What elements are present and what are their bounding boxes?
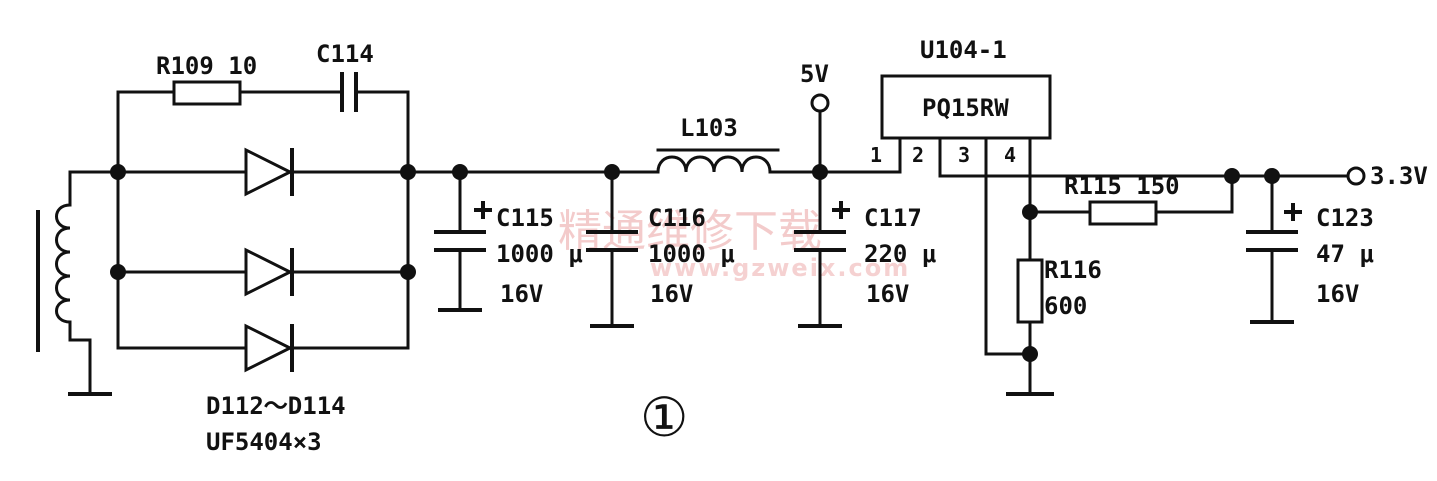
diode-d113 [116,247,410,297]
diodes-label: D112～D114 [206,392,346,420]
l103-label: L103 [680,114,738,142]
u104-pin-2: 2 [912,143,924,167]
r109-resistor [116,80,344,106]
c114-label: C114 [316,40,374,68]
label-3v3: 3.3V [1370,162,1428,190]
r115-label: R115 150 [1064,172,1180,200]
c115-value: 1000 μ [496,240,583,268]
test-point-5v [810,93,830,174]
r116-name: R116 [1044,256,1102,284]
c116-value: 1000 μ [648,240,735,268]
c117-capacitor [794,170,850,328]
c123-capacitor [1246,174,1302,324]
c123-name: C123 [1316,204,1374,232]
u104-name: U104-1 [920,36,1007,64]
c117-name: C117 [864,204,922,232]
watermark-url: www.gzweix.com [650,254,910,282]
c117-value: 220 μ [864,240,936,268]
c123-voltage: 16V [1316,280,1359,308]
c115-voltage: 16V [500,280,543,308]
transformer-secondary [36,170,120,396]
junction-dot [1022,346,1038,362]
output-terminal-3v3 [1346,166,1366,186]
c114-capacitor [340,72,410,112]
u104-pin-3: 3 [958,143,970,167]
c116-name: C116 [648,204,706,232]
r109-label: R109 10 [156,52,257,80]
c115-capacitor [434,170,492,312]
c116-voltage: 16V [650,280,693,308]
r116-value: 600 [1044,292,1087,320]
figure-mark: ① [640,386,688,449]
diode-d114 [116,323,410,373]
c123-value: 47 μ [1316,240,1374,268]
c115-name: C115 [496,204,554,232]
l103-inductor [656,148,902,174]
u104-regulator [880,74,1234,356]
c117-voltage: 16V [866,280,909,308]
u104-pin-4: 4 [1004,143,1016,167]
label-5v: 5V [800,60,829,88]
c116-capacitor [586,170,638,328]
u104-part: PQ15RW [922,94,1009,122]
diodes-part-label: UF5404×3 [206,428,322,456]
diode-d112 [116,147,410,197]
u104-pin-1: 1 [870,143,882,167]
